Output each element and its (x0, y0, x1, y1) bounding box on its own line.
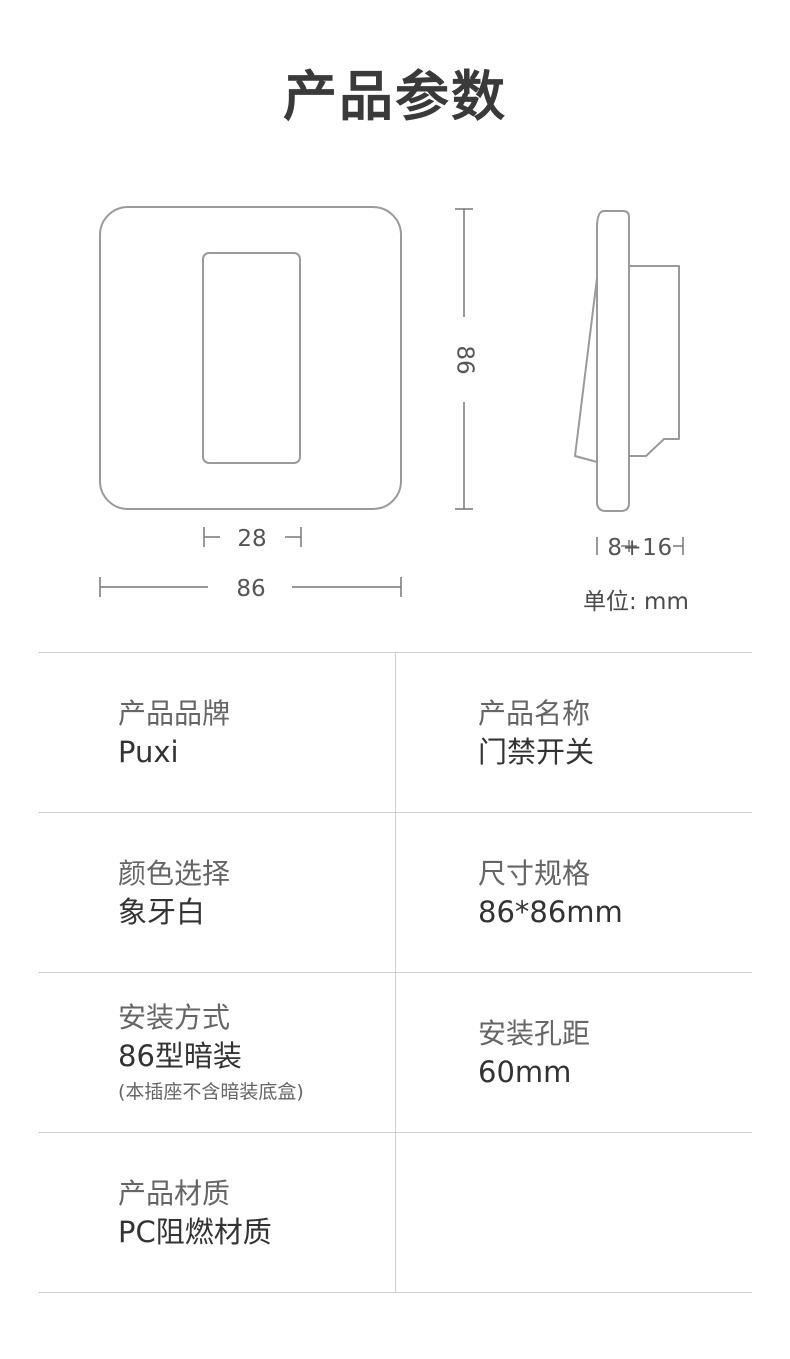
spec-label: 产品名称 (478, 696, 591, 730)
spec-value: 86*86mm (478, 894, 623, 929)
spec-value: PC阻燃材质 (118, 1214, 272, 1249)
height-dimension (455, 208, 473, 510)
spec-row: 安装方式 86型暗装 (本插座不含暗装底盒) 安装孔距 60mm (38, 973, 752, 1133)
dimension-diagram: 28 86 86 8+16 (99, 206, 684, 602)
total-width-label: 86 (236, 576, 265, 602)
spec-cell-hole-distance: 安装孔距 60mm (478, 973, 748, 1132)
spec-cell-install-method: 安装方式 86型暗装 (本插座不含暗装底盒) (118, 973, 388, 1132)
depth-label: 8+16 (607, 535, 672, 561)
spec-cell-empty (478, 1133, 748, 1292)
total-width-dimension (99, 577, 402, 597)
page-title: 产品参数 (283, 65, 507, 128)
height-label: 86 (452, 345, 478, 374)
depth-dimension (596, 537, 684, 555)
spec-note: (本插座不含暗装底盒) (118, 1080, 304, 1103)
spec-row: 产品材质 PC阻燃材质 (38, 1133, 752, 1293)
spec-value: 象牙白 (118, 894, 206, 929)
spec-cell-size: 尺寸规格 86*86mm (478, 813, 748, 972)
inner-width-dimension (203, 527, 302, 547)
inner-width-label: 28 (237, 526, 266, 552)
spec-cell-color: 颜色选择 象牙白 (118, 813, 388, 972)
spec-value: 60mm (478, 1054, 572, 1089)
spec-label: 产品品牌 (118, 696, 231, 730)
front-plate-outline (99, 206, 402, 510)
spec-label: 尺寸规格 (478, 856, 591, 890)
spec-value: 86型暗装 (118, 1038, 242, 1073)
spec-row: 产品品牌 Puxi 产品名称 门禁开关 (38, 653, 752, 813)
spec-cell-product-name: 产品名称 门禁开关 (478, 653, 748, 812)
spec-label: 安装方式 (118, 1000, 231, 1034)
spec-label: 产品材质 (118, 1176, 231, 1210)
spec-value: Puxi (118, 734, 179, 769)
spec-label: 安装孔距 (478, 1016, 591, 1050)
spec-cell-material: 产品材质 PC阻燃材质 (118, 1133, 388, 1292)
spec-value: 门禁开关 (478, 734, 595, 769)
spec-cell-brand: 产品品牌 Puxi (118, 653, 388, 812)
front-rocker-outline (202, 252, 301, 464)
side-view-profile (574, 210, 680, 512)
spec-row: 颜色选择 象牙白 尺寸规格 86*86mm (38, 813, 752, 973)
spec-label: 颜色选择 (118, 856, 231, 890)
spec-table: 产品品牌 Puxi 产品名称 门禁开关 颜色选择 象牙白 尺寸规格 86*86m… (38, 652, 752, 1293)
unit-label: 单位: mm (583, 589, 689, 615)
